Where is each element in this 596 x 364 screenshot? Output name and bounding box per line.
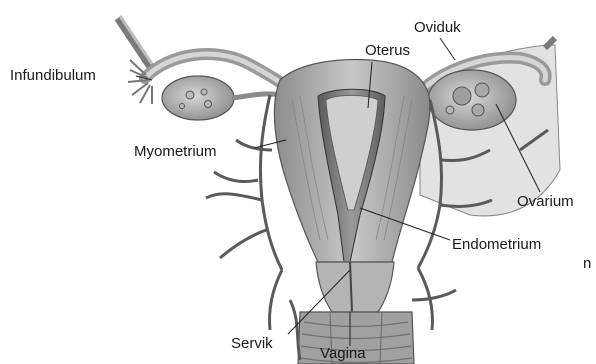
label-oviduk: Oviduk xyxy=(414,19,461,36)
label-servik: Servik xyxy=(231,335,273,352)
label-endometrium: Endometrium xyxy=(452,236,541,253)
label-oterus: Oterus xyxy=(365,42,410,59)
clipped-edge-text: n xyxy=(583,255,591,272)
label-infundibulum: Infundibulum xyxy=(10,67,96,84)
label-myometrium: Myometrium xyxy=(134,143,217,160)
left-ovary-shape xyxy=(162,76,234,120)
label-vagina: Vagina xyxy=(320,345,366,362)
cervix-shape xyxy=(316,262,394,312)
right-ovary-shape xyxy=(428,70,516,130)
label-ovarium: Ovarium xyxy=(517,193,574,210)
